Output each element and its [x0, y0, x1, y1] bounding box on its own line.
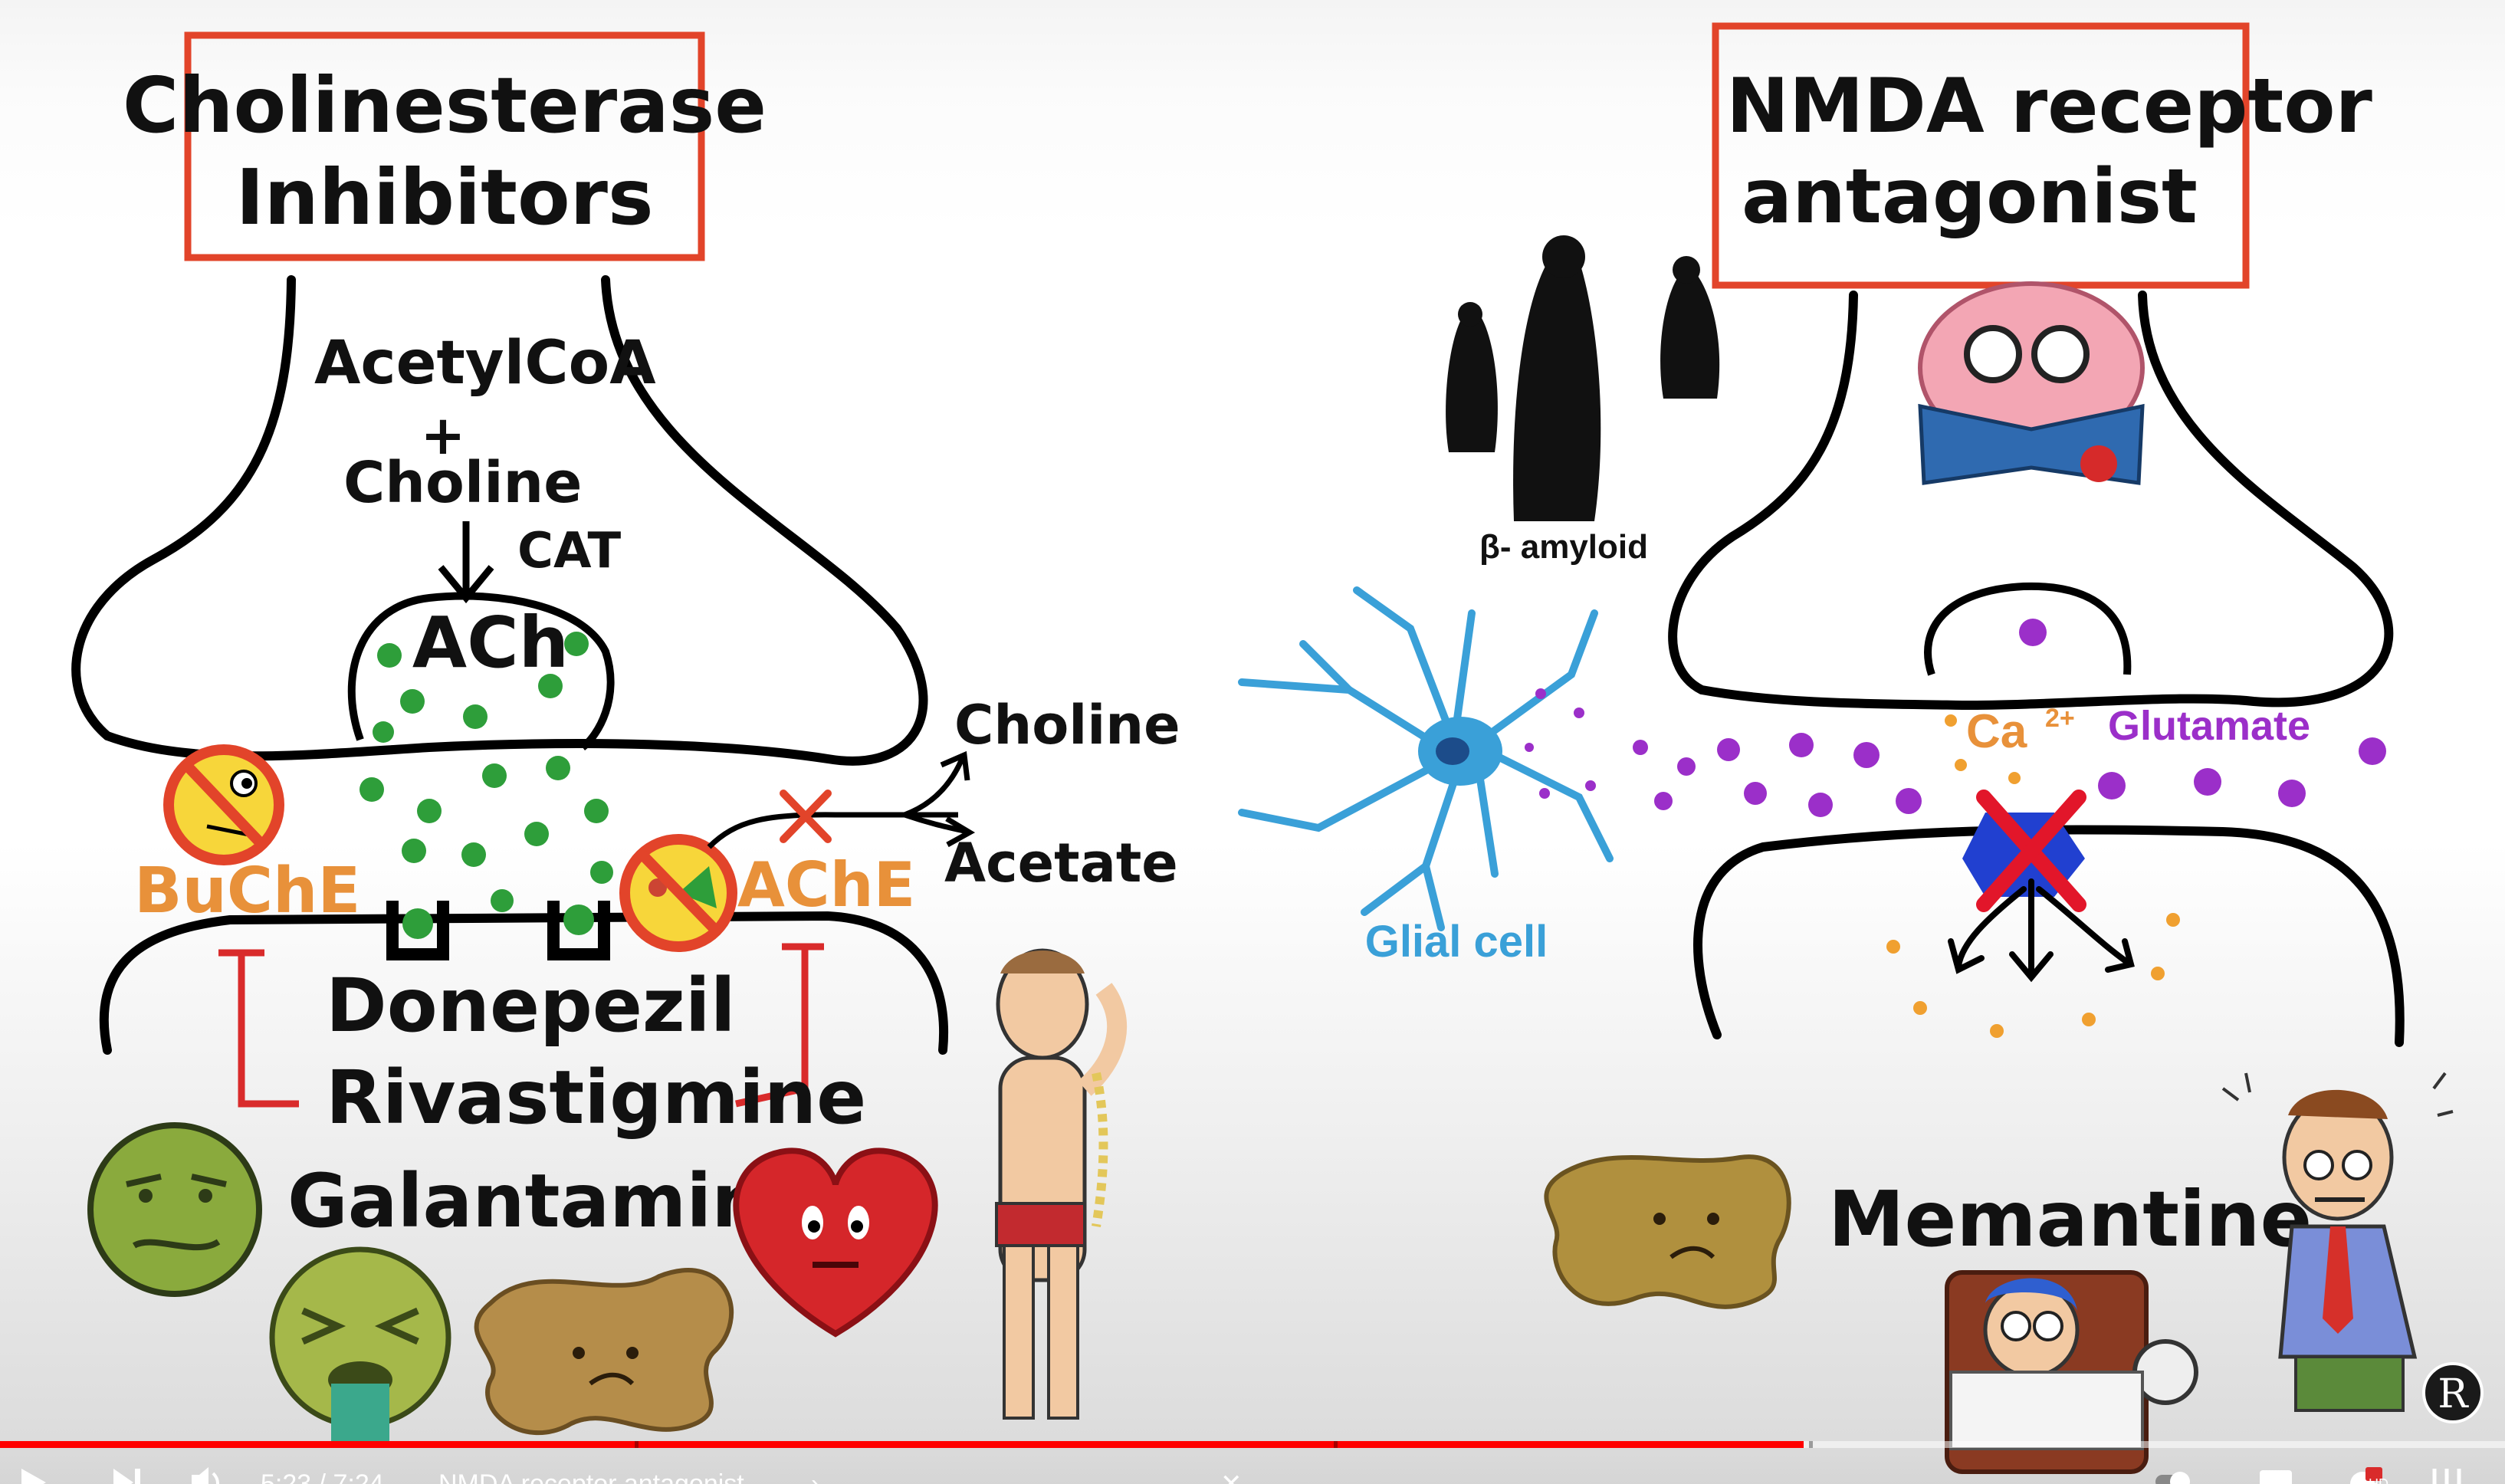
cholinesterase-title-line1: Cholinesterase — [123, 61, 767, 150]
calcium-dots — [1886, 714, 2180, 1038]
ach-vesicle-dots — [373, 632, 589, 743]
chapter-marker — [1334, 1441, 1338, 1448]
ach-vesicle — [347, 592, 615, 750]
weight-loss-man-icon — [995, 948, 1128, 1420]
heart-bradycardia-icon — [733, 1147, 938, 1338]
ach-receptor-left — [386, 901, 449, 960]
channel-watermark[interactable]: R — [2422, 1362, 2484, 1423]
play-icon[interactable] — [15, 1466, 52, 1484]
ache-blocked-x — [780, 790, 832, 843]
ach-receptor-right — [547, 901, 610, 960]
drug-galantamine: Galantamine — [287, 1158, 814, 1244]
hd-badge: HD — [2369, 1476, 2388, 1484]
glutamate-vesicle-dot — [2019, 619, 2047, 646]
nmda-receptor-blocked — [1962, 790, 2086, 912]
next-icon[interactable] — [109, 1466, 146, 1484]
choline-label: Choline — [343, 450, 582, 516]
glutamate-label: Glutamate — [2108, 703, 2310, 749]
acetylcoa-label: AcetylCoA — [314, 329, 656, 398]
ion-influx-arrows — [1948, 878, 2135, 983]
miniplayer-icon[interactable] — [2430, 1466, 2467, 1484]
drug-memantine: Memantine — [1828, 1174, 2312, 1264]
buche-inhibited-icon — [163, 744, 284, 865]
synthesis-arrow — [438, 521, 494, 604]
glial-cell-nucleus — [1436, 737, 1469, 765]
beta-amyloid-figures — [1446, 235, 1720, 521]
glutamate-dots — [1525, 688, 2386, 817]
progress-played — [0, 1441, 1804, 1448]
hydrolysis-arrows — [707, 750, 976, 849]
brain-reading-icon — [1918, 281, 2145, 485]
drug-rivastigmine: Rivastigmine — [326, 1055, 866, 1141]
channel-watermark-letter: R — [2438, 1371, 2469, 1417]
ache-inhibited-icon — [619, 834, 737, 952]
autoplay-toggle-icon[interactable] — [2154, 1466, 2191, 1484]
nmda-title-box: NMDA receptor antagonist — [1712, 22, 2373, 289]
inhibition-bracket-left — [218, 949, 299, 1108]
ach-label: ACh — [412, 602, 569, 684]
presynaptic-terminal — [71, 275, 928, 766]
settings-gear-icon[interactable] — [2346, 1466, 2382, 1484]
nmda-title-line1: NMDA receptor — [1726, 63, 2373, 150]
upset-stomach-icon — [474, 1268, 734, 1436]
chapter-marker — [635, 1441, 639, 1448]
volume-icon[interactable] — [189, 1466, 225, 1484]
inhibition-bracket-right — [735, 943, 824, 1108]
choline-product-label: Choline — [954, 694, 1180, 757]
plus-sign: + — [421, 404, 466, 467]
glial-cell-icon — [1238, 586, 1614, 931]
beta-amyloid-label: β- amyloid — [1479, 528, 1648, 566]
time-display: 5:23 / 7:24 — [261, 1469, 384, 1484]
subtitles-icon[interactable] — [2257, 1466, 2294, 1484]
ach-cleft-dots — [359, 756, 613, 912]
cat-enzyme-label: CAT — [517, 523, 622, 579]
acetate-product-label: Acetate — [944, 832, 1178, 895]
calcium-charge-label: 2+ — [2045, 704, 2075, 733]
insomnia-person-icon — [1945, 1270, 2198, 1474]
postsynaptic-membrane — [99, 911, 949, 1055]
vomiting-face-icon — [269, 1246, 451, 1441]
cholinesterase-title-line2: Inhibitors — [235, 153, 653, 242]
chapter-chevron-icon[interactable]: › — [811, 1469, 820, 1484]
calcium-label: Ca — [1966, 705, 2027, 758]
close-icon[interactable]: ✕ — [1220, 1469, 1243, 1484]
nmda-title-line2: antagonist — [1742, 153, 2198, 241]
cholinesterase-title-box: Cholinesterase Inhibitors — [123, 31, 767, 261]
chapter-marker — [1809, 1441, 1813, 1448]
headache-man-icon — [2221, 1072, 2454, 1412]
glial-cell-label: Glial cell — [1365, 917, 1548, 967]
nmda-presynaptic-terminal — [1668, 291, 2394, 711]
nausea-face-icon — [87, 1122, 262, 1297]
chapter-title[interactable]: NMDA receptor antagonist — [438, 1469, 744, 1484]
buche-label: BuChE — [134, 855, 360, 927]
nmda-vesicle — [1924, 582, 2132, 676]
drug-donepezil: Donepezil — [326, 963, 736, 1049]
ache-label: AChE — [737, 849, 915, 921]
nausea-blob-icon — [1544, 1154, 1791, 1309]
